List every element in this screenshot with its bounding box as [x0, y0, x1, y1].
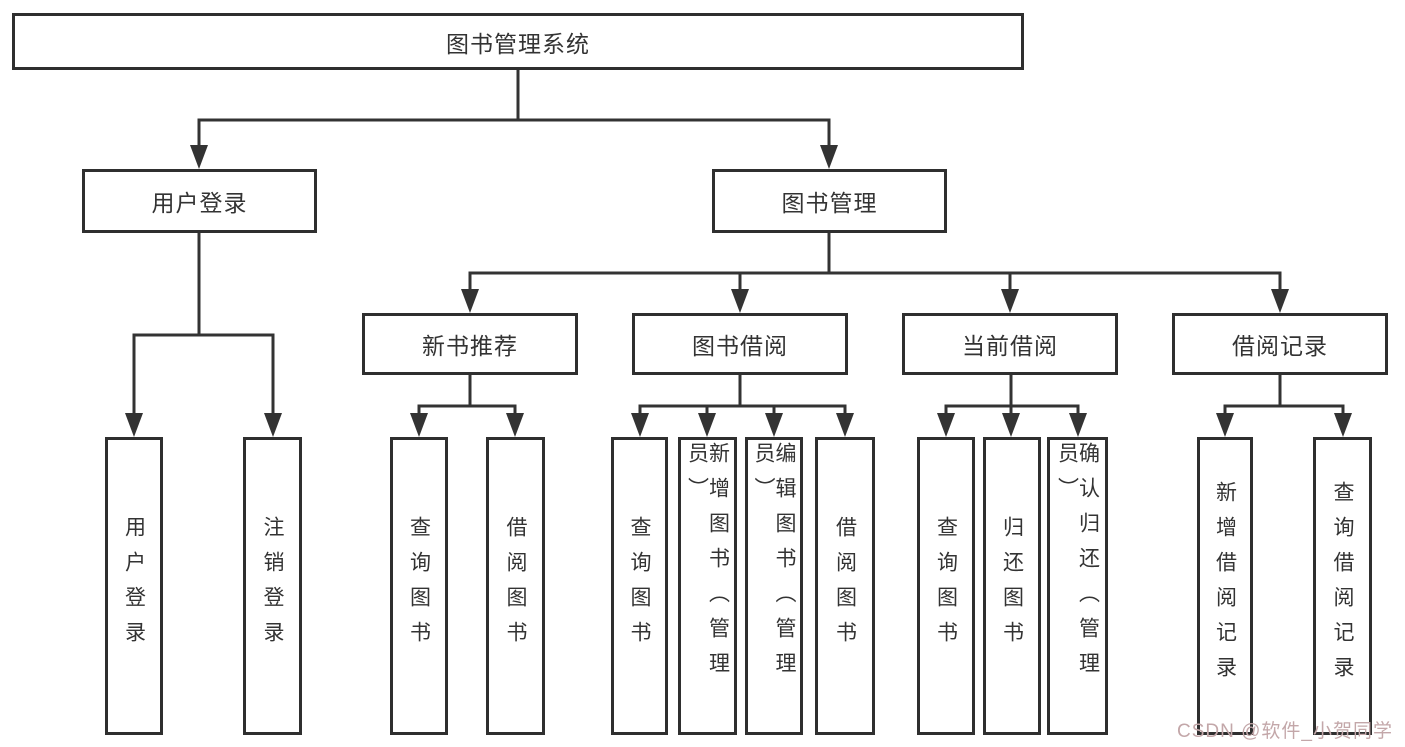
leaf-logout: 注销登录 [243, 437, 302, 735]
leaf-current-query-books-label: 查询图书 [934, 516, 958, 656]
node-borrow-records: 借阅记录 [1172, 313, 1388, 375]
connector-current-borrow-children [937, 375, 1087, 437]
connector-user-login-children [125, 233, 282, 437]
leaf-records-add-record-label: 新增借阅记录 [1213, 481, 1237, 691]
node-book-management: 图书管理 [712, 169, 947, 233]
csdn-watermark: CSDN @软件_小贺同学 [1177, 721, 1393, 742]
leaf-records-add-record: 新增借阅记录 [1197, 437, 1253, 735]
node-new-book-recommend: 新书推荐 [362, 313, 578, 375]
leaf-borrow-borrow-books: 借阅图书 [815, 437, 875, 735]
leaf-current-query-books: 查询图书 [917, 437, 975, 735]
connector-root-to-level2 [190, 69, 838, 169]
leaf-borrow-add-books-admin-label: 新增图书（管理员） [685, 442, 730, 687]
leaf-borrow-query-books-label: 查询图书 [628, 516, 651, 656]
leaf-newbook-query-books-label: 查询图书 [407, 516, 431, 656]
leaf-current-return-books-label: 归还图书 [1000, 516, 1024, 656]
connector-borrow-records-children [1216, 375, 1352, 437]
connector-book-management-children [461, 233, 1289, 313]
leaf-newbook-query-books: 查询图书 [390, 437, 448, 735]
node-book-borrow: 图书借阅 [632, 313, 848, 375]
leaf-borrow-edit-books-admin: 编辑图书（管理员） [745, 437, 803, 735]
leaf-borrow-query-books: 查询图书 [611, 437, 668, 735]
leaf-user-login: 用户登录 [105, 437, 163, 735]
leaf-logout-label: 注销登录 [261, 516, 284, 656]
leaf-borrow-add-books-admin: 新增图书（管理员） [678, 437, 737, 735]
leaf-records-query-record-label: 查询借阅记录 [1331, 481, 1354, 691]
leaf-current-return-books: 归还图书 [983, 437, 1041, 735]
node-current-borrow: 当前借阅 [902, 313, 1118, 375]
node-library-management-system: 图书管理系统 [12, 13, 1024, 70]
leaf-newbook-borrow-books-label: 借阅图书 [504, 516, 527, 656]
connector-new-book-children [410, 375, 524, 437]
leaf-records-query-record: 查询借阅记录 [1313, 437, 1372, 735]
leaf-current-confirm-return-admin-label: 确认归还（管理员） [1055, 442, 1100, 687]
leaf-borrow-edit-books-admin-label: 编辑图书（管理员） [752, 442, 796, 687]
connector-book-borrow-children [631, 375, 854, 437]
node-user-login: 用户登录 [82, 169, 317, 233]
leaf-newbook-borrow-books: 借阅图书 [486, 437, 545, 735]
leaf-current-confirm-return-admin: 确认归还（管理员） [1047, 437, 1108, 735]
leaf-user-login-label: 用户登录 [122, 516, 146, 656]
leaf-borrow-borrow-books-label: 借阅图书 [833, 516, 857, 656]
